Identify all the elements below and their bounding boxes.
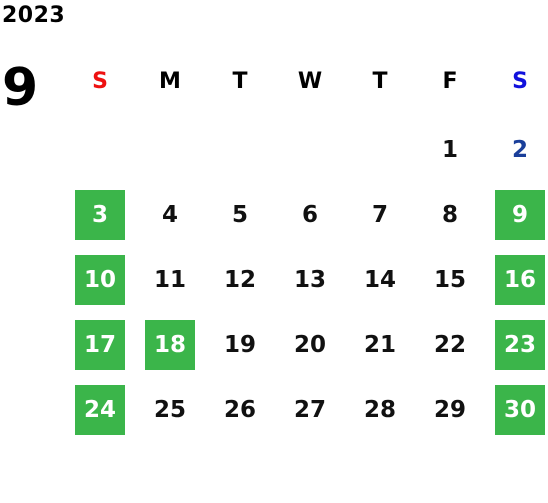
day-cell[interactable]: 25 [153,397,186,423]
day-cell[interactable]: 1 [441,137,458,163]
day-cell[interactable]: 14 [363,267,396,293]
day-cell[interactable]: 21 [363,332,396,358]
day-cell[interactable]: 20 [293,332,326,358]
day-cell[interactable]: 4 [161,202,178,228]
day-cell[interactable]: 22 [433,332,466,358]
holiday-day-cell[interactable]: 23 [495,320,545,370]
weekday-friday: F [442,69,458,94]
holiday-day-cell[interactable]: 16 [495,255,545,305]
day-cell[interactable]: 5 [231,202,248,228]
weekday-header: S M T W T F S [75,64,545,100]
holiday-day-cell[interactable]: 24 [75,385,125,435]
day-cell[interactable]: 12 [223,267,256,293]
day-cell[interactable]: 27 [293,397,326,423]
day-cell[interactable]: 6 [301,202,318,228]
weekday-thursday: T [372,69,388,94]
day-cell[interactable]: 11 [153,267,186,293]
day-cell[interactable]: 13 [293,267,326,293]
day-cell[interactable]: 7 [371,202,388,228]
day-cell[interactable]: 2 [511,137,528,163]
day-cell[interactable]: 29 [433,397,466,423]
holiday-day-cell[interactable]: 10 [75,255,125,305]
day-cell[interactable]: 8 [441,202,458,228]
holiday-day-cell[interactable]: 3 [75,190,125,240]
weekday-monday: M [159,69,181,94]
day-cell[interactable]: 15 [433,267,466,293]
holiday-day-cell[interactable]: 18 [145,320,195,370]
weekday-wednesday: W [297,69,323,94]
weekday-saturday: S [512,69,528,94]
day-cell[interactable]: 19 [223,332,256,358]
day-cell[interactable]: 28 [363,397,396,423]
weekday-sunday: S [92,69,108,94]
year-label: 2023 [2,3,66,28]
holiday-day-cell[interactable]: 30 [495,385,545,435]
weekday-tuesday: T [232,69,248,94]
holiday-day-cell[interactable]: 17 [75,320,125,370]
month-label: 9 [2,58,39,118]
holiday-day-cell[interactable]: 9 [495,190,545,240]
day-cell[interactable]: 26 [223,397,256,423]
